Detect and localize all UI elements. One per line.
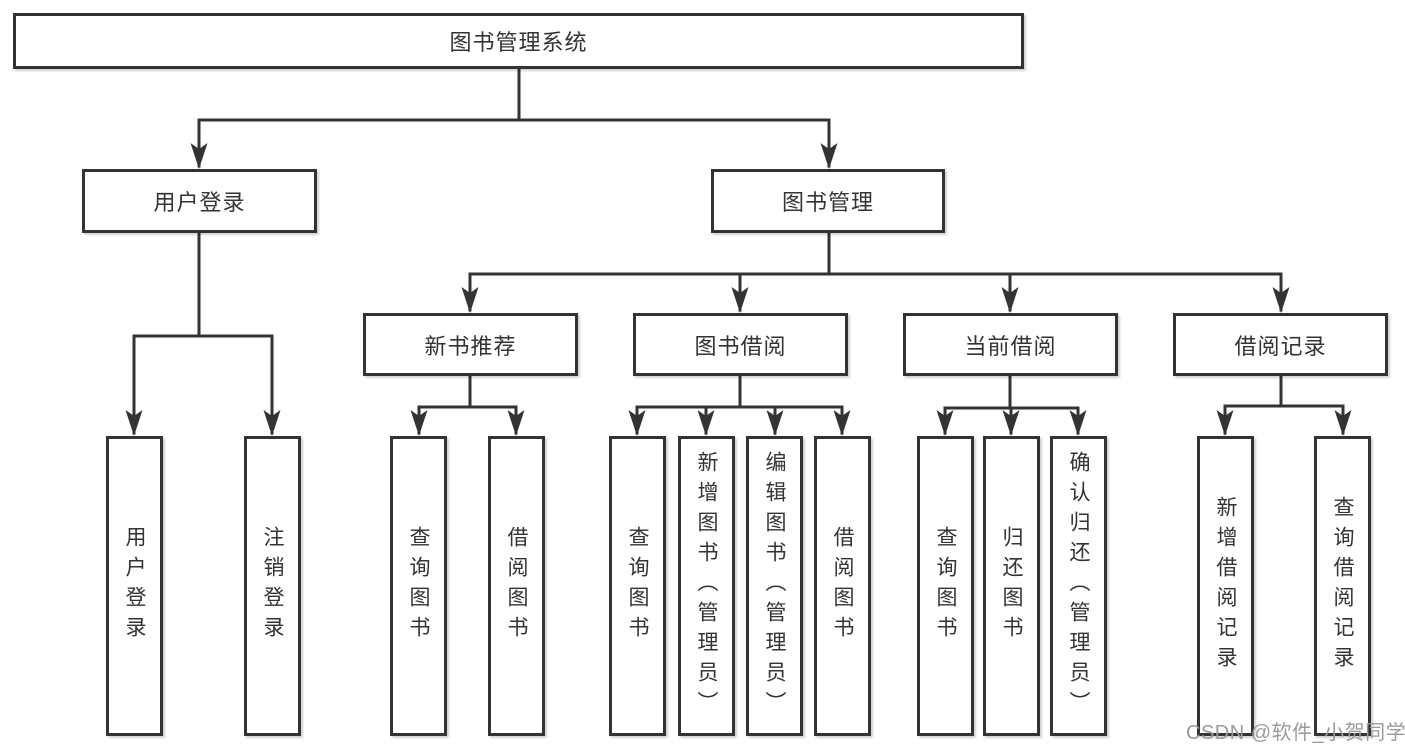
leaf-borrow-book-2-label: 借阅图书 xyxy=(831,526,854,646)
node-root-system: 图书管理系统 xyxy=(13,13,1024,69)
leaf-return-book: 归还图书 xyxy=(983,436,1040,736)
leaf-confirm-return-admin: 确认归还（管理员） xyxy=(1050,436,1107,736)
leaf-query-book-3: 查询图书 xyxy=(917,436,974,736)
node-book-management: 图书管理 xyxy=(711,169,945,233)
leaf-query-borrow-record: 查询借阅记录 xyxy=(1314,436,1371,736)
leaf-query-book-2-label: 查询图书 xyxy=(626,526,649,646)
leaf-user-login-label: 用户登录 xyxy=(123,526,146,646)
leaf-confirm-return-admin-label: 确认归还（管理员） xyxy=(1067,451,1090,721)
leaf-query-book-1-label: 查询图书 xyxy=(407,526,430,646)
leaf-logout-label: 注销登录 xyxy=(261,526,284,646)
leaf-logout: 注销登录 xyxy=(244,436,301,736)
leaf-query-book-1: 查询图书 xyxy=(390,436,447,736)
leaf-borrow-book-1-label: 借阅图书 xyxy=(505,526,528,646)
leaf-add-borrow-record: 新增借阅记录 xyxy=(1197,436,1254,736)
node-new-book-recommend: 新书推荐 xyxy=(363,313,578,376)
node-user-login: 用户登录 xyxy=(82,169,317,233)
leaf-query-book-2: 查询图书 xyxy=(609,436,666,736)
leaf-add-borrow-record-label: 新增借阅记录 xyxy=(1214,496,1237,676)
node-book-borrow: 图书借阅 xyxy=(633,313,848,376)
csdn-watermark: CSDN @软件_小贺同学 xyxy=(1186,722,1405,744)
leaf-borrow-book-1: 借阅图书 xyxy=(488,436,545,736)
leaf-add-book-admin-label: 新增图书（管理员） xyxy=(695,451,718,721)
leaf-user-login: 用户登录 xyxy=(106,436,163,736)
leaf-query-borrow-record-label: 查询借阅记录 xyxy=(1331,496,1354,676)
leaf-edit-book-admin: 编辑图书（管理员） xyxy=(746,436,803,736)
node-current-borrow: 当前借阅 xyxy=(903,313,1118,376)
leaf-add-book-admin: 新增图书（管理员） xyxy=(678,436,735,736)
leaf-query-book-3-label: 查询图书 xyxy=(934,526,957,646)
leaf-edit-book-admin-label: 编辑图书（管理员） xyxy=(763,451,786,721)
leaf-borrow-book-2: 借阅图书 xyxy=(814,436,871,736)
leaf-return-book-label: 归还图书 xyxy=(1000,526,1023,646)
node-borrow-record: 借阅记录 xyxy=(1173,313,1388,376)
